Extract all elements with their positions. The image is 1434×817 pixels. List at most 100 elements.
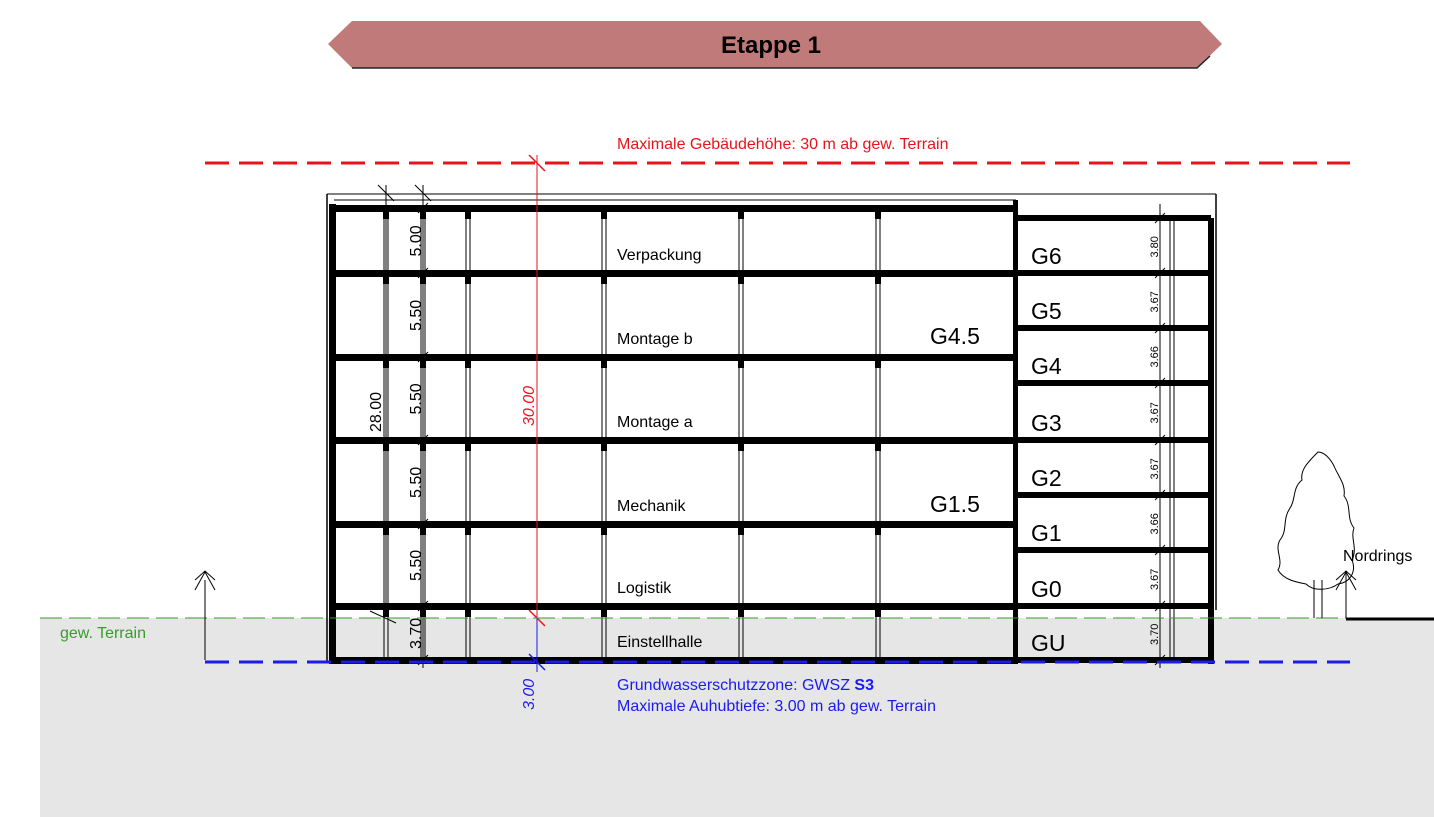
floor-height-dim: 5.50 [408, 467, 425, 498]
side-floor-height: 3.67 [1149, 291, 1161, 312]
street-label: Nordrings [1343, 548, 1412, 565]
column-capital [875, 527, 881, 535]
side-floor-label: G3 [1031, 410, 1062, 436]
floor-label: Einstellhalle [617, 634, 702, 651]
floor-label: Mechanik [617, 498, 686, 515]
side-floor-label: G1 [1031, 520, 1062, 546]
side-floor-height: 3.67 [1149, 402, 1161, 423]
floor-slab [334, 657, 1016, 664]
dim-tick [417, 202, 429, 214]
side-dim-tick [1154, 377, 1166, 389]
floor-height-dim: 5.50 [408, 300, 425, 331]
side-slab [1016, 492, 1211, 498]
column-capital [875, 211, 881, 219]
side-floor-height: 3.66 [1149, 513, 1161, 534]
column-capital [465, 443, 471, 451]
column-capital [601, 276, 607, 284]
column-capital [465, 527, 471, 535]
floor-slab [334, 603, 1016, 610]
level-marker-left-arrow [194, 570, 216, 591]
column-capital [465, 360, 471, 368]
side-dim-tick [1154, 434, 1166, 446]
column-capital [738, 609, 744, 617]
dim-tick [417, 434, 429, 446]
total-height-tick-top [528, 154, 546, 172]
dim-tick [417, 600, 429, 612]
floor-label: Montage b [617, 331, 693, 348]
side-slab [1016, 215, 1211, 221]
side-slab [1016, 325, 1211, 331]
floor-label: Verpackung [617, 247, 702, 264]
dim-bottom-tick [369, 610, 397, 624]
column-capital [601, 211, 607, 219]
side-floor-height: 3.67 [1149, 569, 1161, 590]
side-floor-label: G2 [1031, 465, 1062, 491]
floor-slab [334, 354, 1016, 361]
groundwater-label-2: Maximale Auhubtiefe: 3.00 m ab gew. Terr… [617, 698, 936, 715]
floor-height-dim: 5.50 [408, 383, 425, 414]
groundwater-zone: S3 [854, 677, 874, 694]
banner-title: Etappe 1 [721, 32, 821, 59]
column-capital [738, 360, 744, 368]
column-capital [738, 211, 744, 219]
total-height-dim: 30.00 [521, 386, 538, 426]
dim-tick [417, 267, 429, 279]
left-wall [329, 204, 336, 664]
core-wall [1013, 200, 1018, 664]
floor-label: Logistik [617, 580, 672, 597]
groundwater-label-1: Grundwasserschutzzone: GWSZ S3 [617, 677, 874, 694]
column-capital [465, 609, 471, 617]
dim-tick [417, 518, 429, 530]
banner-shadow [352, 55, 1211, 69]
column-capital [738, 527, 744, 535]
side-floor-height: 3.67 [1149, 458, 1161, 479]
column-capital [465, 276, 471, 284]
banner-shape [328, 21, 1222, 68]
column-capital [601, 527, 607, 535]
side-slab [1016, 547, 1211, 553]
depth-tick-bottom [528, 653, 546, 671]
ground-area [40, 618, 1434, 817]
column-capital [465, 211, 471, 219]
side-dim-tick [1154, 544, 1166, 556]
tree-crown [1277, 451, 1355, 590]
side-floor-label: G4 [1031, 353, 1062, 379]
side-dim-tick [1154, 212, 1166, 224]
column-capital [383, 609, 389, 617]
side-slab [1016, 657, 1211, 663]
floor-height-dim: 5.00 [408, 225, 425, 256]
dim-top-tick [377, 184, 395, 202]
mezzanine-label-g45: G4.5 [930, 323, 980, 349]
side-dim-tick [1154, 322, 1166, 334]
side-floor-height: 3.80 [1149, 236, 1161, 257]
depth-dim: 3.00 [521, 679, 538, 710]
column-capital [738, 443, 744, 451]
side-slab [1016, 380, 1211, 386]
terrain-label: gew. Terrain [60, 625, 146, 642]
floor-slab [334, 205, 1016, 212]
side-floor-label: G0 [1031, 576, 1062, 602]
floor-label: Montage a [617, 414, 693, 431]
side-dim-tick [1154, 600, 1166, 612]
column-capital [875, 443, 881, 451]
dim-tick [417, 351, 429, 363]
mezzanine-label-g15: G1.5 [930, 491, 980, 517]
floor-height-dim: 3.70 [408, 618, 425, 649]
side-slab [1016, 603, 1211, 609]
column-capital [875, 609, 881, 617]
column-capital [738, 276, 744, 284]
side-floor-label: GU [1031, 630, 1066, 656]
level-marker-left-arrow-2 [194, 570, 216, 581]
building-height-dim: 28.00 [368, 392, 385, 432]
floor-height-dim: 5.50 [408, 550, 425, 581]
column-capital [601, 443, 607, 451]
side-floor-height: 3.70 [1149, 624, 1161, 645]
column-capital [601, 360, 607, 368]
column-capital [875, 360, 881, 368]
level-marker-right [1335, 570, 1357, 618]
side-floor-label: G5 [1031, 298, 1062, 324]
groundwater-prefix: Grundwasserschutzzone: GWSZ [617, 677, 854, 694]
side-dim-tick [1154, 489, 1166, 501]
level-marker-left [194, 570, 216, 660]
